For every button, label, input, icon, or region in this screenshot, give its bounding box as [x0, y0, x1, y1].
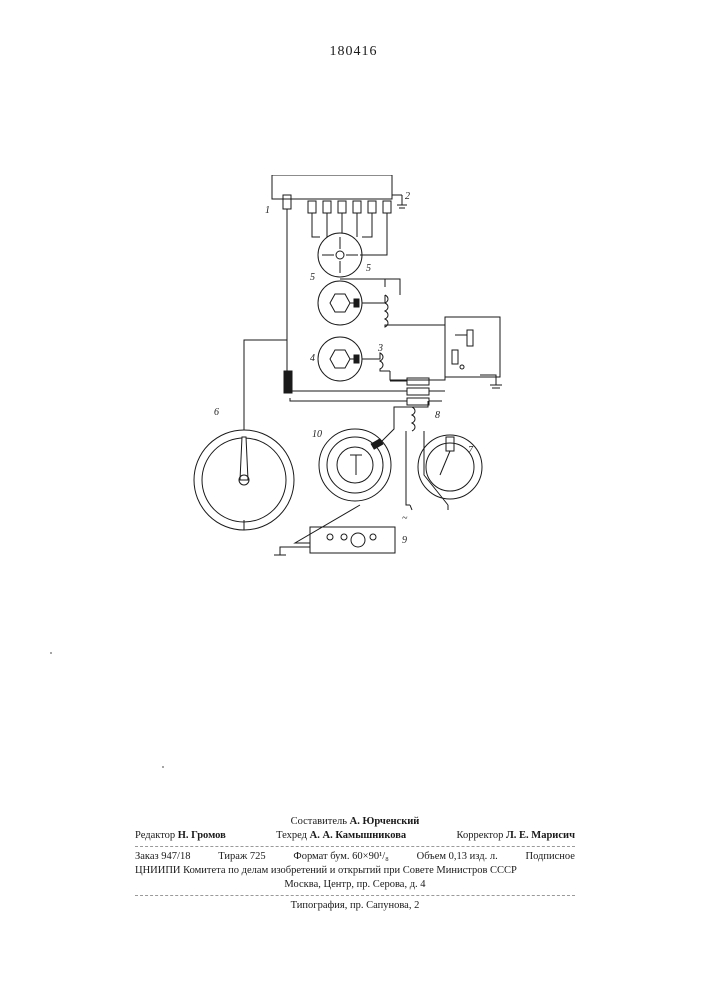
- address-line: Москва, Центр, пр. Серова, д. 4: [135, 878, 575, 892]
- patent-number: 180416: [0, 44, 707, 60]
- print-details-line: Заказ 947/18 Тираж 725 Формат бум. 60×90…: [135, 850, 575, 864]
- label-5a: 5: [310, 272, 315, 283]
- sensor-1: [283, 195, 291, 209]
- label-6: 6: [214, 407, 219, 418]
- label-2: 2: [405, 191, 410, 202]
- label-1: 1: [265, 205, 270, 216]
- divider: [135, 846, 575, 847]
- divider: [135, 895, 575, 896]
- label-5b: 5: [366, 263, 371, 274]
- label-9: 9: [402, 535, 407, 546]
- compiler-line: Составитель А. Юрченский: [135, 815, 575, 829]
- typography-line: Типография, пр. Сапунова, 2: [135, 899, 575, 913]
- scan-speck: [162, 766, 164, 768]
- organization-line: ЦНИИПИ Комитета по делам изобретений и о…: [135, 864, 575, 878]
- label-7: 7: [468, 445, 474, 456]
- instrument-9: [310, 527, 395, 553]
- label-4: 4: [310, 353, 315, 364]
- label-8: 8: [435, 410, 440, 421]
- label-10: 10: [312, 429, 322, 440]
- label-ac: ~: [402, 513, 408, 524]
- scan-speck: [50, 652, 52, 654]
- schematic-diagram: 1 2 3 4 5 5 6 7 8 9 10 ~: [180, 175, 510, 575]
- editors-line: Редактор Н. Громов Техред А. А. Камышник…: [135, 829, 575, 843]
- colophon: Составитель А. Юрченский Редактор Н. Гро…: [135, 815, 575, 913]
- label-3: 3: [377, 343, 383, 354]
- relay-box: [445, 317, 500, 377]
